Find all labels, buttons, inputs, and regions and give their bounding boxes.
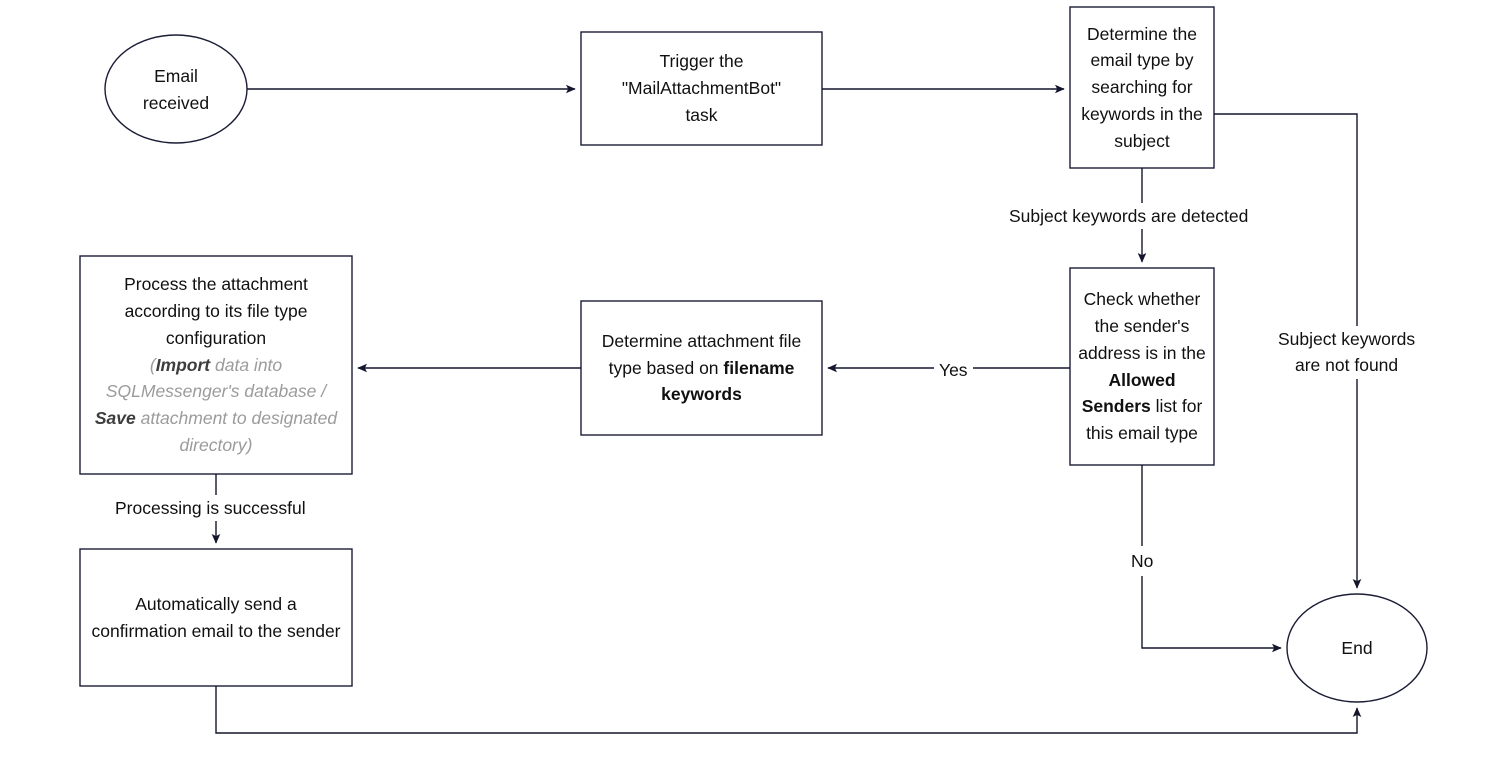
node-check-sender-shape[interactable]	[1069, 267, 1215, 466]
node-trigger-shape[interactable]	[580, 31, 823, 146]
node-send-confirmation-shape[interactable]	[79, 548, 353, 687]
edge-confirmation-to-end	[215, 686, 1362, 734]
edge-check-sender-to-end	[1141, 465, 1282, 653]
node-determine-attachment-shape[interactable]	[580, 300, 823, 436]
node-process-attachment-shape[interactable]	[79, 255, 353, 475]
node-start-shape[interactable]	[104, 34, 248, 144]
edge-determine-type-to-end	[1214, 113, 1362, 589]
node-determine-type-shape[interactable]	[1069, 6, 1215, 169]
node-end-shape[interactable]	[1286, 593, 1428, 703]
